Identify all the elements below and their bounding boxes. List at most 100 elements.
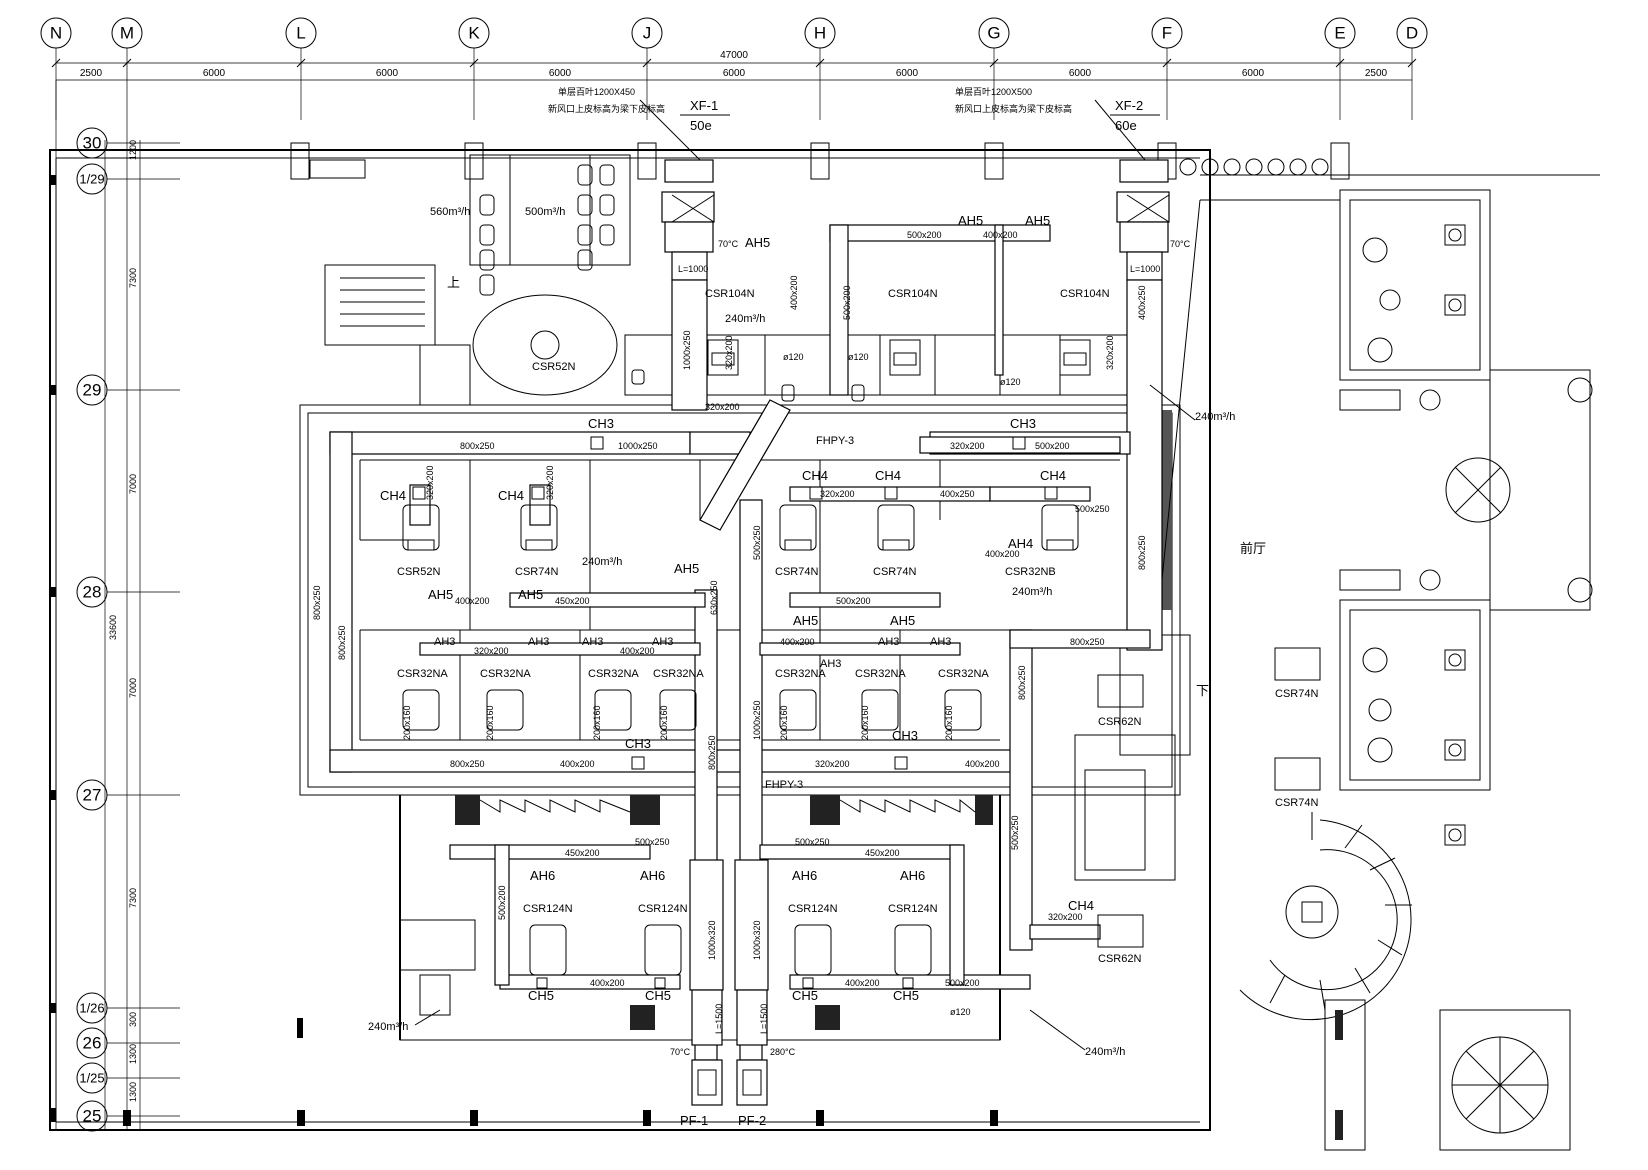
svg-text:240m³/h: 240m³/h xyxy=(1195,411,1235,423)
unit-csr74n-5: CSR74N xyxy=(1274,757,1321,809)
svg-text:800x250: 800x250 xyxy=(1137,535,1147,570)
svg-text:400x200: 400x200 xyxy=(590,978,625,988)
svg-text:AH3: AH3 xyxy=(820,658,841,670)
svg-text:6000: 6000 xyxy=(1069,68,1092,79)
svg-text:400x250: 400x250 xyxy=(1137,285,1147,320)
svg-text:AH6: AH6 xyxy=(640,868,665,883)
svg-text:800x250: 800x250 xyxy=(707,735,717,770)
column-bubble-K: K xyxy=(458,17,490,120)
svg-text:320x200: 320x200 xyxy=(1105,335,1115,370)
svg-text:CSR74N: CSR74N xyxy=(515,566,558,578)
svg-text:200x160: 200x160 xyxy=(485,705,495,740)
unit-csr32na-2: CSR32NA xyxy=(480,668,531,731)
pf1-fan: L=1500 70°C PF-1 xyxy=(670,989,724,1128)
column-grid: N M L K J H G F E D xyxy=(40,17,1428,1130)
svg-text:1000x320: 1000x320 xyxy=(752,920,762,960)
xf2-code: 60e xyxy=(1115,118,1137,133)
svg-text:CSR32NA: CSR32NA xyxy=(480,668,531,680)
svg-text:800x250: 800x250 xyxy=(1070,637,1105,647)
svg-text:6000: 6000 xyxy=(203,68,226,79)
svg-text:AH6: AH6 xyxy=(530,868,555,883)
svg-text:CSR32NA: CSR32NA xyxy=(938,668,989,680)
svg-text:ø120: ø120 xyxy=(848,352,869,362)
svg-text:240m³/h: 240m³/h xyxy=(725,313,765,325)
svg-text:400x200: 400x200 xyxy=(965,759,1000,769)
right-wing: 前厅 下 上 xyxy=(340,158,1593,1151)
fhpy3-lower: FHPY-3 xyxy=(765,779,803,791)
spiral-stair-2 xyxy=(1324,999,1571,1151)
svg-text:7000: 7000 xyxy=(128,678,138,698)
svg-text:500x250: 500x250 xyxy=(1075,504,1110,514)
svg-text:CSR32NA: CSR32NA xyxy=(588,668,639,680)
duct-left-vertical xyxy=(329,431,353,773)
unit-csr32na-7: CSR32NA xyxy=(938,668,989,731)
svg-text:500x200: 500x200 xyxy=(945,978,980,988)
svg-text:CH4: CH4 xyxy=(380,488,406,503)
svg-text:L=1500: L=1500 xyxy=(759,1004,769,1034)
svg-text:70°C: 70°C xyxy=(670,1047,691,1057)
svg-text:K: K xyxy=(468,24,480,43)
svg-text:2500: 2500 xyxy=(80,68,103,79)
svg-text:450x200: 450x200 xyxy=(565,848,600,858)
row-bubble-29: 29 xyxy=(76,374,180,406)
svg-text:AH3: AH3 xyxy=(930,636,951,648)
row-bubble-1-26: 1/26 xyxy=(76,992,180,1024)
unit-csr104n-2: CSR104N xyxy=(888,288,938,376)
xf1-code: 50e xyxy=(690,118,712,133)
svg-text:CSR74N: CSR74N xyxy=(873,566,916,578)
svg-text:70°C: 70°C xyxy=(718,239,739,249)
svg-text:AH3: AH3 xyxy=(582,636,603,648)
svg-text:800x250: 800x250 xyxy=(1017,665,1027,700)
svg-text:560m³/h: 560m³/h xyxy=(430,206,470,218)
svg-text:400x200: 400x200 xyxy=(845,978,880,988)
row-bubble-27: 27 xyxy=(76,779,180,811)
svg-text:新风口上皮标高为梁下皮标高: 新风口上皮标高为梁下皮标高 xyxy=(548,103,665,114)
svg-text:D: D xyxy=(1406,24,1418,43)
svg-text:CH4: CH4 xyxy=(498,488,524,503)
svg-text:500x200: 500x200 xyxy=(842,285,852,320)
svg-text:AH5: AH5 xyxy=(958,213,983,228)
svg-text:H: H xyxy=(814,24,826,43)
column-bubble-H: H xyxy=(804,17,836,120)
unit-csr32na-6: CSR32NA xyxy=(855,668,906,731)
svg-text:CSR32NA: CSR32NA xyxy=(775,668,826,680)
duct-main-bottom xyxy=(329,749,1031,773)
unit-csr32na-4: CSR32NA xyxy=(653,668,704,731)
csr-units: CSR104N CSR104N CSR104N CSR52N CSR74N CS… xyxy=(397,288,1321,976)
svg-text:CSR104N: CSR104N xyxy=(1060,288,1110,300)
svg-text:200x160: 200x160 xyxy=(659,705,669,740)
svg-text:800x250: 800x250 xyxy=(312,585,322,620)
row-bubble-28: 28 xyxy=(76,576,180,608)
airflow-labels: 560m³/h 500m³/h 240m³/h 240m³/h 240m³/h … xyxy=(368,206,1235,1058)
unit-csr74n-3: CSR74N xyxy=(873,504,916,578)
xf2-note: 单层百叶1200X500 xyxy=(955,86,1032,97)
svg-text:CH5: CH5 xyxy=(893,988,919,1003)
svg-text:CH5: CH5 xyxy=(528,988,554,1003)
column-bubble-M: M xyxy=(111,17,143,1130)
svg-text:2500: 2500 xyxy=(1365,68,1388,79)
svg-text:CSR62N: CSR62N xyxy=(1098,953,1141,965)
duct-network xyxy=(329,224,1151,1061)
svg-text:800x250: 800x250 xyxy=(460,441,495,451)
column-bubble-F: F xyxy=(1151,17,1183,120)
svg-text:ø120: ø120 xyxy=(950,1007,971,1017)
svg-text:30: 30 xyxy=(83,134,102,153)
unit-csr74n-2: CSR74N xyxy=(775,504,818,578)
unit-csr32na-5: CSR32NA xyxy=(775,668,826,731)
svg-text:CH4: CH4 xyxy=(802,468,828,483)
svg-text:CSR52N: CSR52N xyxy=(532,361,575,373)
svg-text:70°C: 70°C xyxy=(1170,239,1191,249)
svg-text:CSR32NB: CSR32NB xyxy=(1005,566,1056,578)
spiral-staircase xyxy=(1239,812,1412,1021)
svg-text:400x200: 400x200 xyxy=(560,759,595,769)
svg-text:AH4: AH4 xyxy=(1008,536,1033,551)
svg-text:320x200: 320x200 xyxy=(724,335,734,370)
svg-text:280°C: 280°C xyxy=(770,1047,796,1057)
svg-text:6000: 6000 xyxy=(549,68,572,79)
svg-text:240m³/h: 240m³/h xyxy=(1012,586,1052,598)
svg-text:6000: 6000 xyxy=(1242,68,1265,79)
svg-text:AH5: AH5 xyxy=(674,561,699,576)
svg-text:500x250: 500x250 xyxy=(635,837,670,847)
svg-text:AH3: AH3 xyxy=(434,636,455,648)
svg-text:CSR124N: CSR124N xyxy=(638,903,688,915)
